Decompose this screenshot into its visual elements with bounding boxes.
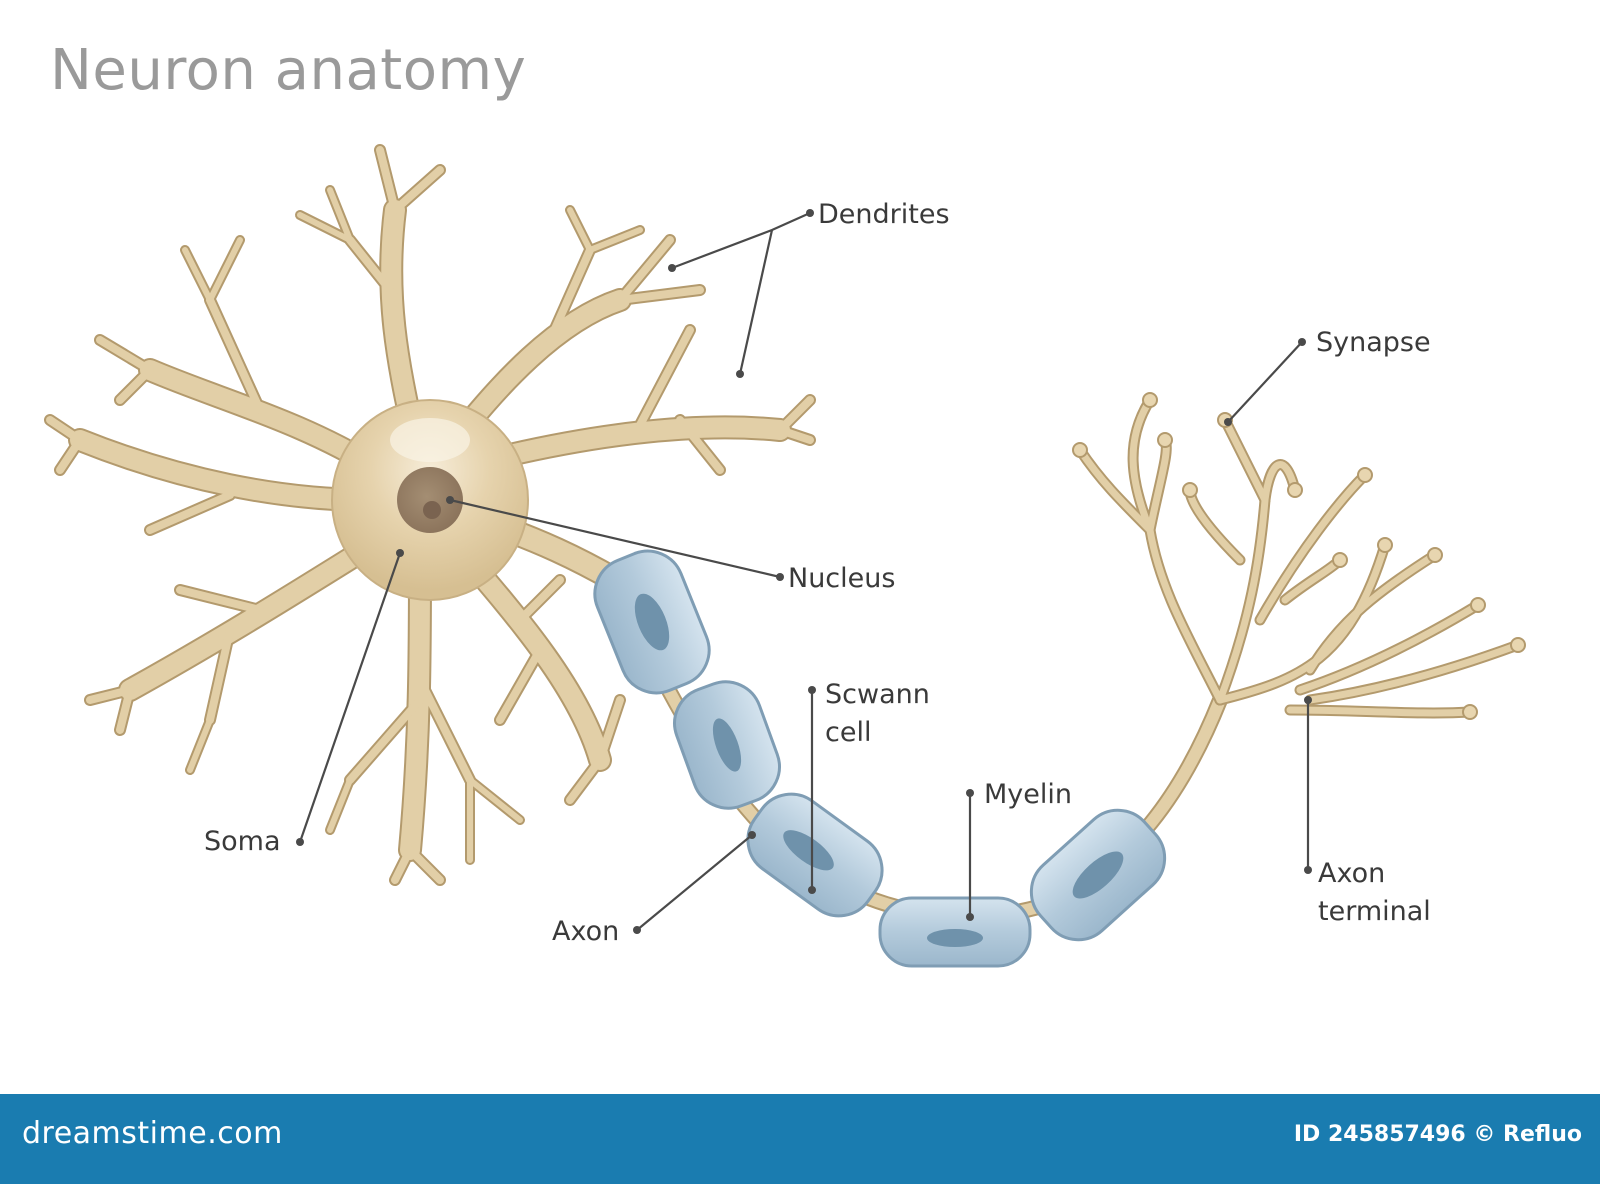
footer-credit: ID 245857496 © Refluo bbox=[1293, 1122, 1582, 1147]
label-schwann-cell-line2: cell bbox=[825, 717, 871, 748]
label-synapse: Synapse bbox=[1316, 327, 1431, 358]
label-nucleus: Nucleus bbox=[788, 563, 895, 594]
footer-bar: dreamstime.com ID 245857496 © Refluo bbox=[0, 1094, 1600, 1184]
synaptic-boutons bbox=[1072, 392, 1526, 720]
label-axon-terminal-line1: Axon bbox=[1318, 858, 1385, 889]
myelin-sheath bbox=[593, 549, 1167, 968]
label-soma: Soma bbox=[204, 826, 281, 857]
schwann-cell-4 bbox=[878, 896, 1032, 968]
diagram-title: Neuron anatomy bbox=[50, 38, 527, 103]
schwann-cell-3 bbox=[746, 792, 884, 918]
label-schwann-cell-line1: Scwann bbox=[825, 679, 930, 710]
schwann-cell-2 bbox=[673, 680, 781, 810]
labels: Dendrites Synapse Nucleus Scwann cell My… bbox=[204, 199, 1431, 947]
neuron-diagram: Dendrites Synapse Nucleus Scwann cell My… bbox=[44, 144, 1526, 968]
nucleus bbox=[397, 467, 463, 533]
schwann-cell-5 bbox=[1029, 808, 1167, 942]
label-myelin: Myelin bbox=[984, 779, 1072, 810]
footer-logo: dreamstime.com bbox=[22, 1116, 283, 1151]
label-axon-terminal-line2: terminal bbox=[1318, 896, 1431, 927]
schwann-cell-1 bbox=[593, 549, 711, 695]
label-axon: Axon bbox=[552, 916, 619, 947]
axon-terminal bbox=[1072, 392, 1526, 720]
leader-lines bbox=[296, 209, 1312, 934]
label-dendrites: Dendrites bbox=[818, 199, 950, 230]
